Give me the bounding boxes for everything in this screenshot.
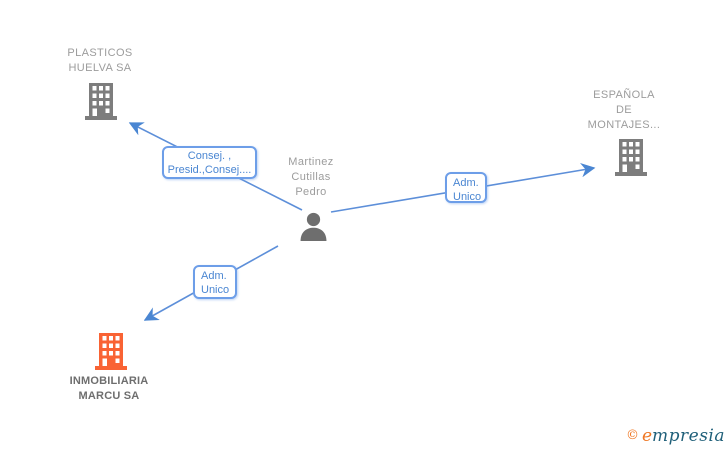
person-icon[interactable] — [299, 212, 328, 246]
person-label-martinez-cutillas-pedro[interactable]: Martinez Cutillas Pedro — [288, 156, 334, 198]
empresia-brand-text: empresia — [641, 426, 725, 446]
building-icon-plasticos[interactable] — [85, 83, 117, 125]
company-label-inmobiliaria-marcu[interactable]: INMOBILIARIA MARCU SA — [69, 375, 149, 402]
building-icon-espanola[interactable] — [615, 139, 647, 181]
edge-label-adm-unico-inmobiliaria[interactable]: Adm. Unico — [193, 265, 237, 299]
company-label-espanola-montajes[interactable]: ESPAÑOLA DE MONTAJES... — [587, 89, 661, 131]
copyright-icon: © — [625, 428, 639, 443]
edge-label-consej-presid[interactable]: Consej. , Presid.,Consej.... — [162, 146, 257, 179]
empresia-logo[interactable]: ©empresia — [626, 426, 725, 446]
edge-label-adm-unico-espanola[interactable]: Adm. Unico — [445, 172, 487, 203]
company-label-plasticos-huelva[interactable]: PLASTICOS HUELVA SA — [67, 47, 133, 74]
building-icon-inmobiliaria[interactable] — [95, 333, 127, 375]
